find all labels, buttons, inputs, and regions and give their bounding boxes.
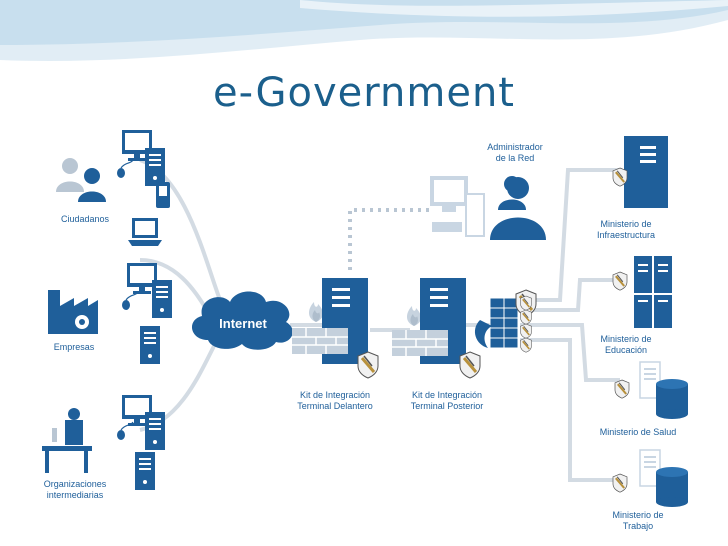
label-ministerio-infraestructura: Ministerio de Infraestructura: [584, 219, 668, 241]
label-kit-delantero: Kit de Integración Terminal Delantero: [280, 390, 390, 412]
organizaciones-group: [42, 395, 165, 490]
laptop-icon: [128, 218, 162, 246]
internet-cloud: [191, 291, 293, 350]
admin-dotted-link: [348, 208, 430, 270]
label-kit-delantero-line2: Terminal Delantero: [297, 401, 373, 411]
label-administrador-line2: de la Red: [495, 153, 535, 163]
label-min-trabajo-line2: Trabajo: [622, 521, 654, 531]
label-kit-posterior-line2: Terminal Posterior: [410, 401, 484, 411]
header-wave-decoration: [0, 0, 728, 61]
label-min-trabajo-line1: Ministerio de: [612, 510, 664, 520]
administrador-group: [430, 176, 546, 240]
ministerio-salud-group: [613, 361, 688, 419]
label-min-edu-line1: Ministerio de: [600, 334, 652, 344]
kit-delantero-group: [291, 278, 380, 380]
label-kit-posterior: Kit de Integración Terminal Posterior: [392, 390, 502, 412]
label-kit-posterior-line1: Kit de Integración: [411, 390, 483, 400]
empresas-group: [48, 263, 172, 364]
label-min-infra-line2: Infraestructura: [596, 230, 656, 240]
label-organizaciones: Organizaciones intermediarias: [30, 479, 120, 501]
label-administrador: Administrador de la Red: [470, 142, 560, 164]
label-organizaciones-line2: intermediarias: [46, 490, 104, 500]
label-ministerio-trabajo: Ministerio de Trabajo: [596, 510, 680, 532]
label-empresas: Empresas: [53, 342, 95, 352]
label-ciudadanos: Ciudadanos: [60, 214, 110, 224]
ministerio-trabajo-group: [611, 449, 688, 507]
label-ministerio-educacion: Ministerio de Educación: [584, 334, 668, 356]
firewall-block-stack: [474, 297, 519, 349]
factory-icon: [48, 290, 98, 334]
label-ministerio-salud: Ministerio de Salud: [599, 427, 677, 437]
internet-label: Internet: [219, 316, 267, 331]
desk-person-icon: [42, 408, 92, 473]
label-kit-delantero-line1: Kit de Integración: [299, 390, 371, 400]
ministerio-educacion-group: [611, 256, 672, 328]
label-organizaciones-line1: Organizaciones: [43, 479, 107, 489]
ministerio-infraestructura-group: [611, 136, 668, 208]
label-min-edu-line2: Educación: [604, 345, 648, 355]
label-administrador-line1: Administrador: [487, 142, 543, 152]
ciudadanos-group: [56, 130, 170, 246]
label-min-infra-line1: Ministerio de: [600, 219, 652, 229]
page-title: e-Government: [213, 70, 515, 116]
